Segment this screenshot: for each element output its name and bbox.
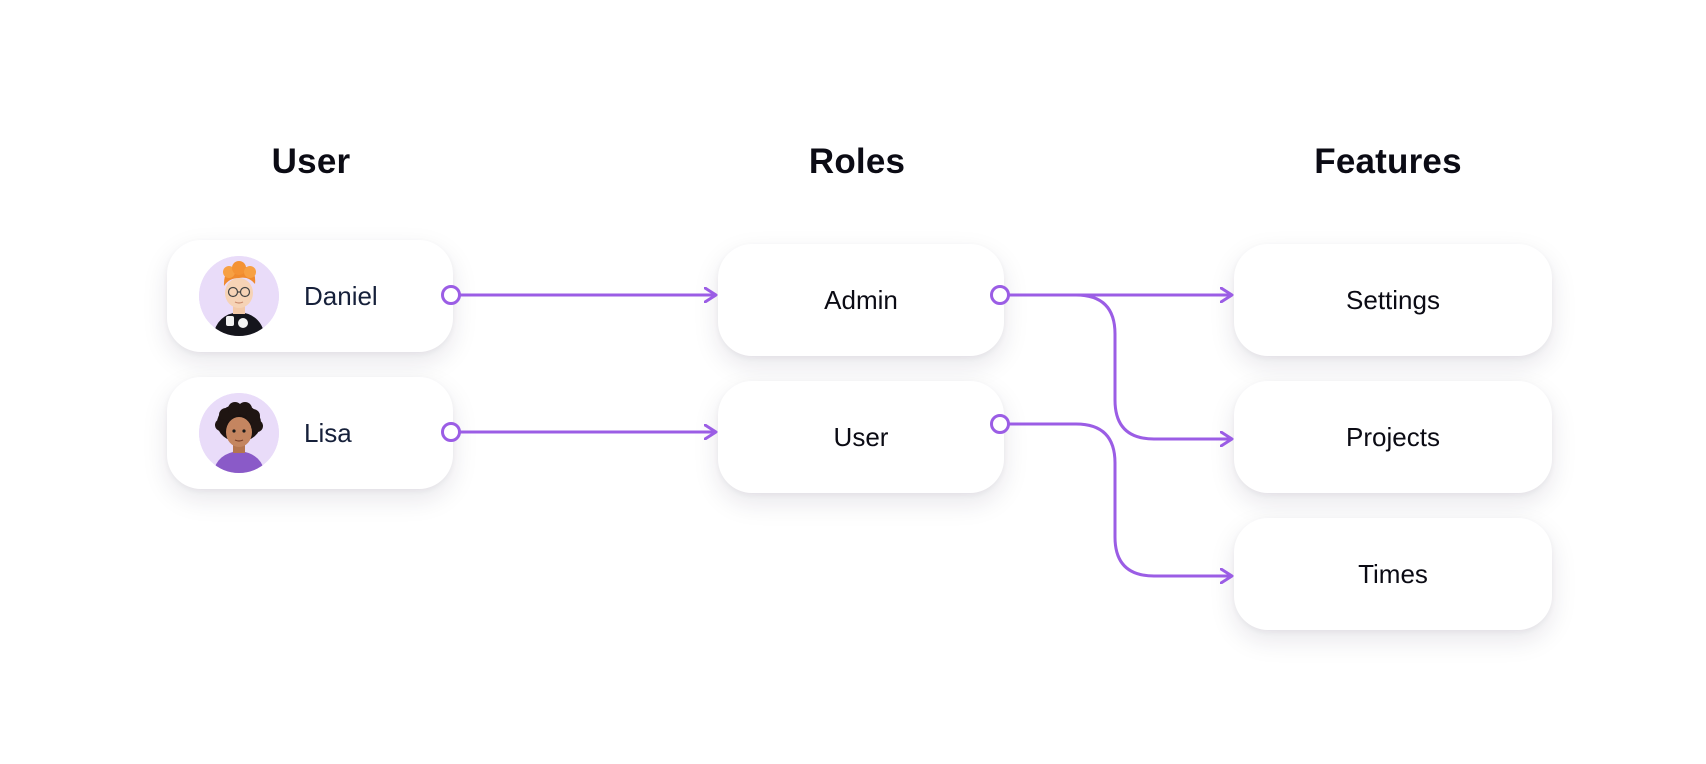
connector-daniel-admin xyxy=(441,285,717,305)
feature-card-settings[interactable]: Settings xyxy=(1234,244,1552,356)
column-title-roles: Roles xyxy=(808,142,906,181)
daniel-avatar-icon xyxy=(199,256,279,336)
user-name-lisa: Lisa xyxy=(304,417,352,448)
feature-card-times[interactable]: Times xyxy=(1234,518,1552,630)
role-label-user: User xyxy=(833,421,889,452)
connector-lisa-user xyxy=(441,422,717,442)
feature-label-settings: Settings xyxy=(1346,284,1440,315)
connector-user-times xyxy=(990,414,1233,577)
role-card-admin[interactable]: Admin xyxy=(718,244,1004,356)
user-name-daniel: Daniel xyxy=(304,280,378,311)
lisa-avatar-icon xyxy=(199,393,279,473)
column-title-features: Features xyxy=(1314,142,1462,181)
connector-admin-projects xyxy=(1075,293,1232,439)
user-card-lisa[interactable]: Lisa xyxy=(167,377,453,489)
feature-card-projects[interactable]: Projects xyxy=(1234,381,1552,493)
user-card-daniel[interactable]: Daniel xyxy=(167,240,453,352)
column-title-user: User xyxy=(271,142,351,181)
role-card-user[interactable]: User xyxy=(718,381,1004,493)
role-label-admin: Admin xyxy=(824,284,898,315)
feature-label-times: Times xyxy=(1358,558,1428,589)
feature-label-projects: Projects xyxy=(1346,421,1440,452)
